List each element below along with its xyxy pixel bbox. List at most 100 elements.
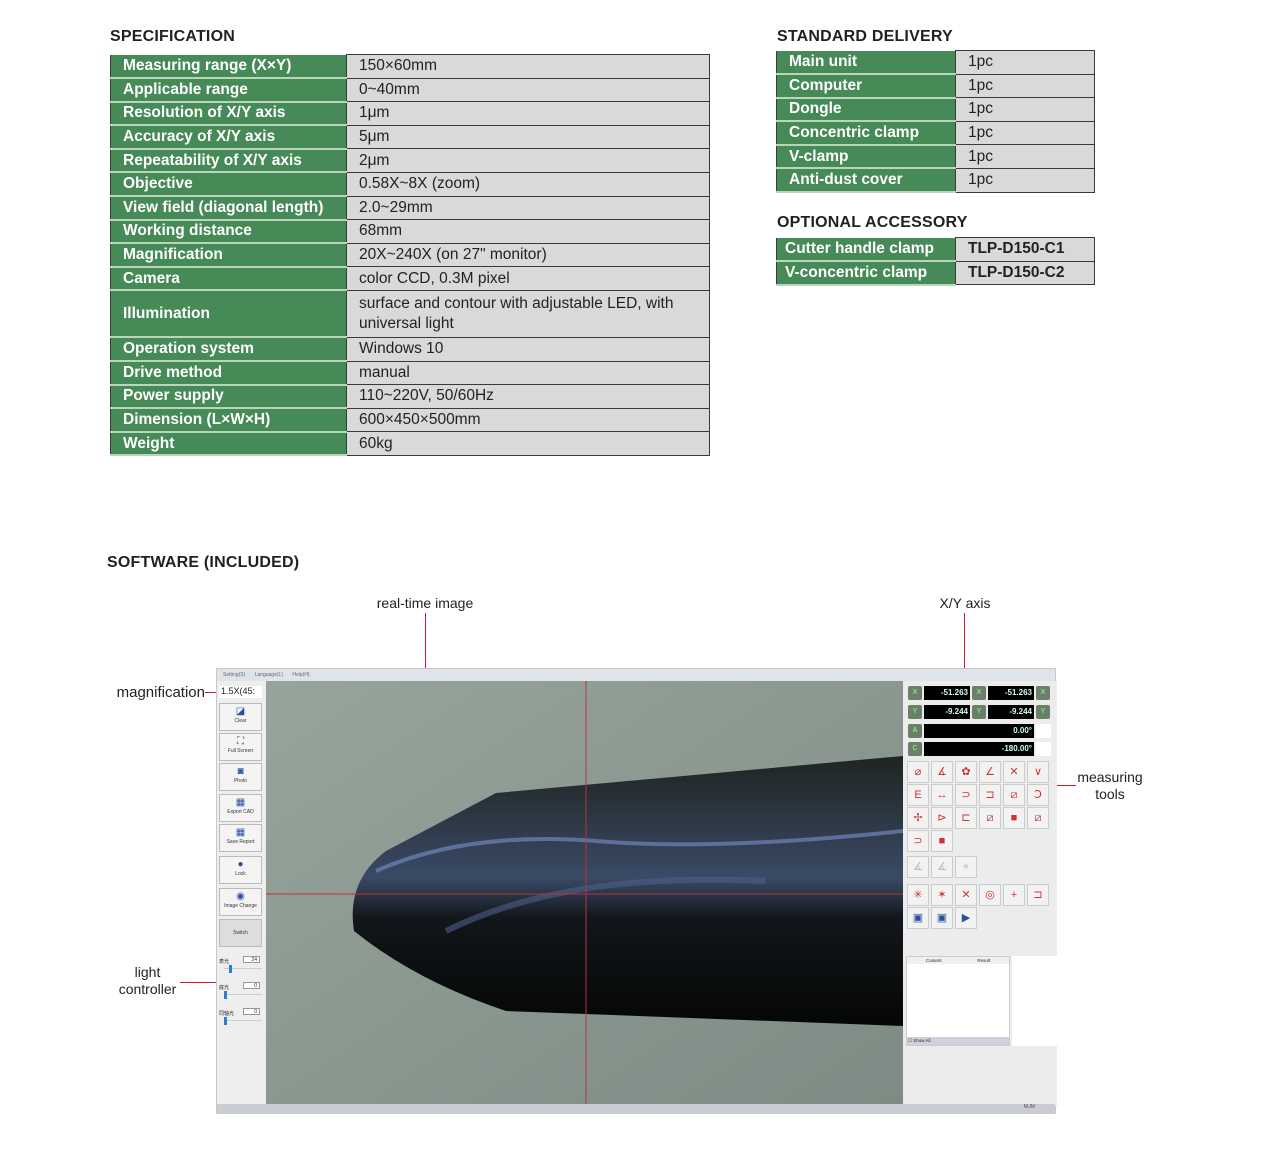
measuring-tool-icon[interactable]: ⌖ [955,856,977,878]
x-axis-icon[interactable]: X [908,686,922,700]
measuring-tool-icon[interactable]: ✶ [931,884,953,906]
lock-button[interactable]: ●Lock [219,856,262,884]
menu-help[interactable]: Help(H) [292,672,310,678]
y-axis-icon[interactable]: Y [972,705,986,719]
row-value: 1pc [955,144,1095,169]
circle-angle-icon[interactable]: C [908,742,922,756]
clear-icon: ◪ [235,706,246,717]
measuring-tool-icon[interactable]: ∡ [907,856,929,878]
row-label: Measuring range (X×Y) [110,54,347,80]
measuring-tool-icon[interactable]: ⧄ [979,807,1001,829]
row-label: Resolution of X/Y axis [110,101,347,127]
measuring-tool-icon[interactable]: ∡ [931,761,953,783]
measuring-tool-icon[interactable]: ⊃ [955,784,977,806]
annotation-realtime: real-time image [376,595,474,611]
x-zero-icon[interactable]: X [1036,686,1050,700]
show-all-checkbox[interactable]: ☐ Show All [907,1037,1009,1045]
annotation-magnification: magnification [116,684,205,701]
switch-button[interactable]: Switch [219,919,262,947]
save-report-button[interactable]: ▦Save Report [219,824,262,852]
delivery-title: STANDARD DELIVERY [777,28,953,45]
measuring-tool-icon[interactable]: ⊳ [931,807,953,829]
left-panel: 1.5X(45: ◪Clear ⛶Full Screen ◙Photo ▦Exp… [217,681,265,1106]
row-value: 1pc [955,50,1095,75]
measuring-tool-icon[interactable]: ✳ [907,884,929,906]
slider-knob[interactable] [224,1017,227,1025]
row-label: Dongle [776,97,956,123]
full-screen-button[interactable]: ⛶Full Screen [219,733,262,761]
slider-knob[interactable] [229,965,233,973]
measuring-tool-icon[interactable]: ∠ [979,761,1001,783]
measuring-tool-icon[interactable]: Ε [907,784,929,806]
annotation-measuring: measuring tools [1077,769,1143,802]
menu-language[interactable]: Language(L) [254,672,283,678]
measuring-tool-icon[interactable]: ▶ [955,907,977,929]
row-value: 1pc [955,97,1095,122]
export-cad-button[interactable]: ▦Export CAD [219,794,262,822]
row-label: Applicable range [110,78,347,103]
magnification-select[interactable]: 1.5X(45: [219,686,262,698]
realtime-image[interactable] [266,681,903,1106]
full-screen-icon: ⛶ [237,736,244,747]
measuring-tool-icon[interactable]: ▣ [907,907,929,929]
row-label: View field (diagonal length) [110,196,347,221]
measuring-tool-icon[interactable]: ✢ [907,807,929,829]
measuring-tool-icon[interactable]: ∨ [1027,761,1049,783]
image-change-button[interactable]: ◉Image Change [219,888,262,916]
row-value: manual [346,360,710,386]
software-title: SOFTWARE (INCLUDED) [107,554,300,571]
photo-button[interactable]: ◙Photo [219,763,262,791]
measuring-tool-icon[interactable]: ⧄ [1027,807,1049,829]
row-value: TLP-D150-C2 [955,260,1095,286]
preview-panel [1012,956,1057,1046]
row-label: Concentric clamp [776,121,956,146]
measuring-tool-icon[interactable]: ∡ [931,856,953,878]
measuring-tool-icon[interactable]: + [1003,884,1025,906]
camera-icon: ◙ [237,766,244,777]
measuring-tool-icon[interactable]: ✕ [955,884,977,906]
x-axis-icon[interactable]: X [972,686,986,700]
row-value: 1pc [955,73,1095,99]
measuring-tool-icon[interactable]: ⊐ [979,784,1001,806]
row-value: 2.0~29mm [346,195,710,221]
row-value: surface and contour with adjustable LED,… [346,289,710,338]
row-label: Main unit [776,50,956,76]
measuring-tool-icon[interactable]: ⊐ [1027,884,1049,906]
measuring-tool-icon[interactable]: ⌀ [907,761,929,783]
measuring-tool-icon[interactable]: ■ [1003,807,1025,829]
measuring-tool-icon[interactable]: ✕ [1003,761,1025,783]
measuring-tool-icon[interactable]: ■ [931,830,953,852]
measuring-tool-icon[interactable]: ⊃ [907,830,929,852]
measuring-tool-icon[interactable]: ⧄ [1003,784,1025,806]
y-zero-icon[interactable]: Y [1036,705,1050,719]
measuring-tool-icon[interactable]: ↔ [931,784,953,806]
clear-button[interactable]: ◪Clear [219,703,262,731]
measuring-tool-icon[interactable]: ◎ [979,884,1001,906]
measuring-tool-icon[interactable]: Ↄ [1027,784,1049,806]
row-value: color CCD, 0.3M pixel [346,266,710,291]
circle-angle-value: -180.00° [924,742,1034,756]
export-cad-icon: ▦ [235,797,246,808]
measuring-tool-icon[interactable]: ⊏ [955,807,977,829]
angle-icon[interactable]: A [908,724,922,738]
row-value: 0~40mm [346,77,710,103]
measuring-tool-icon[interactable]: ✿ [955,761,977,783]
slider-knob[interactable] [224,991,227,999]
y-axis-icon[interactable]: Y [908,705,922,719]
measuring-tool-icon[interactable]: ▣ [931,907,953,929]
leader-line [964,613,965,701]
x-coordinate-1: -51.263 [924,686,970,700]
menu-setting[interactable]: Setting(S) [223,672,246,678]
